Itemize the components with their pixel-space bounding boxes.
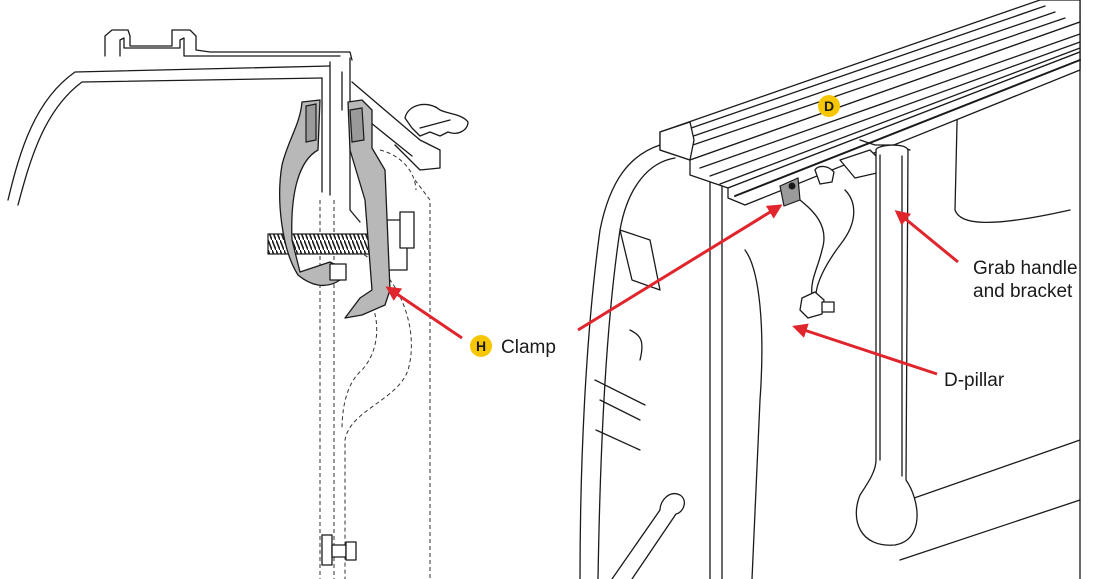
grab-handle [855,144,918,546]
badge-h: H [470,335,492,357]
cross-section-view [7,29,469,579]
rail-end-cap [404,103,469,137]
bottom-bolt-plate [321,534,333,566]
arrow-clamp-right [577,204,783,332]
badge-d-text: D [824,98,834,114]
label-d-pillar: D-pillar [944,370,1005,391]
perspective-view [579,0,1081,579]
bracket-bolt [799,291,825,319]
wrench [611,493,686,579]
badge-d: D [818,95,840,117]
label-grab-handle-line2: and bracket [973,281,1073,302]
badge-h-text: H [476,338,486,354]
arrow-grab-handle [894,210,959,264]
label-grab-handle-line1: Grab handle [973,258,1078,279]
clamp-jaw-right [344,99,391,319]
label-clamp: Clamp [501,337,556,358]
clamp-jaw-left [279,99,346,287]
rail-end-cap-3d [659,121,695,161]
arrow-clamp-left [385,286,463,340]
arrow-d-pillar [792,323,938,376]
callout-arrows [385,204,959,376]
